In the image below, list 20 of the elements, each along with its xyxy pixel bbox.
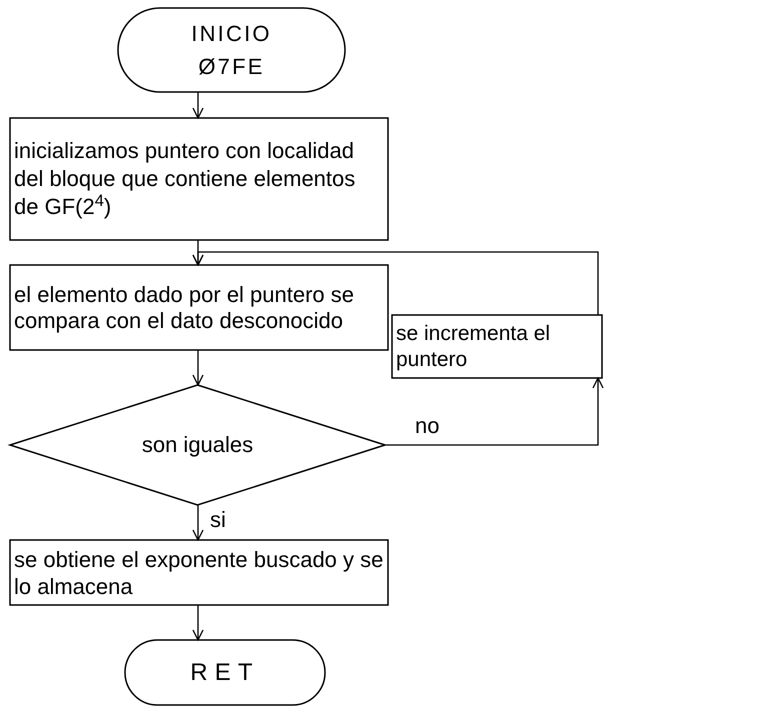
terminal-shape (124, 639, 326, 706)
node-text: se obtiene el exponente buscado y se lo almacena (14, 546, 384, 600)
arrow (192, 251, 599, 315)
decision-diamond (8, 384, 388, 506)
arrow (192, 92, 204, 119)
arrow (192, 605, 204, 641)
node-text: el elemento dado por el puntero se compara con el dato desconocido (14, 282, 356, 334)
process-box (9, 117, 389, 241)
arrow (192, 350, 204, 386)
node-text: son iguales (140, 433, 254, 457)
terminal-shape (117, 7, 346, 93)
node-text: RET (189, 658, 261, 688)
process-box (9, 539, 389, 606)
arrow (385, 377, 604, 446)
node-text: INICIO Ø7FE (190, 20, 273, 81)
process-box (9, 264, 389, 351)
process-box (391, 314, 603, 379)
node-text: se incrementa el puntero (396, 320, 552, 372)
arrow (192, 505, 204, 541)
node-text: inicializamos puntero con localidad del bloque que contiene elementos de GF(2$^{4}$) (14, 137, 356, 221)
